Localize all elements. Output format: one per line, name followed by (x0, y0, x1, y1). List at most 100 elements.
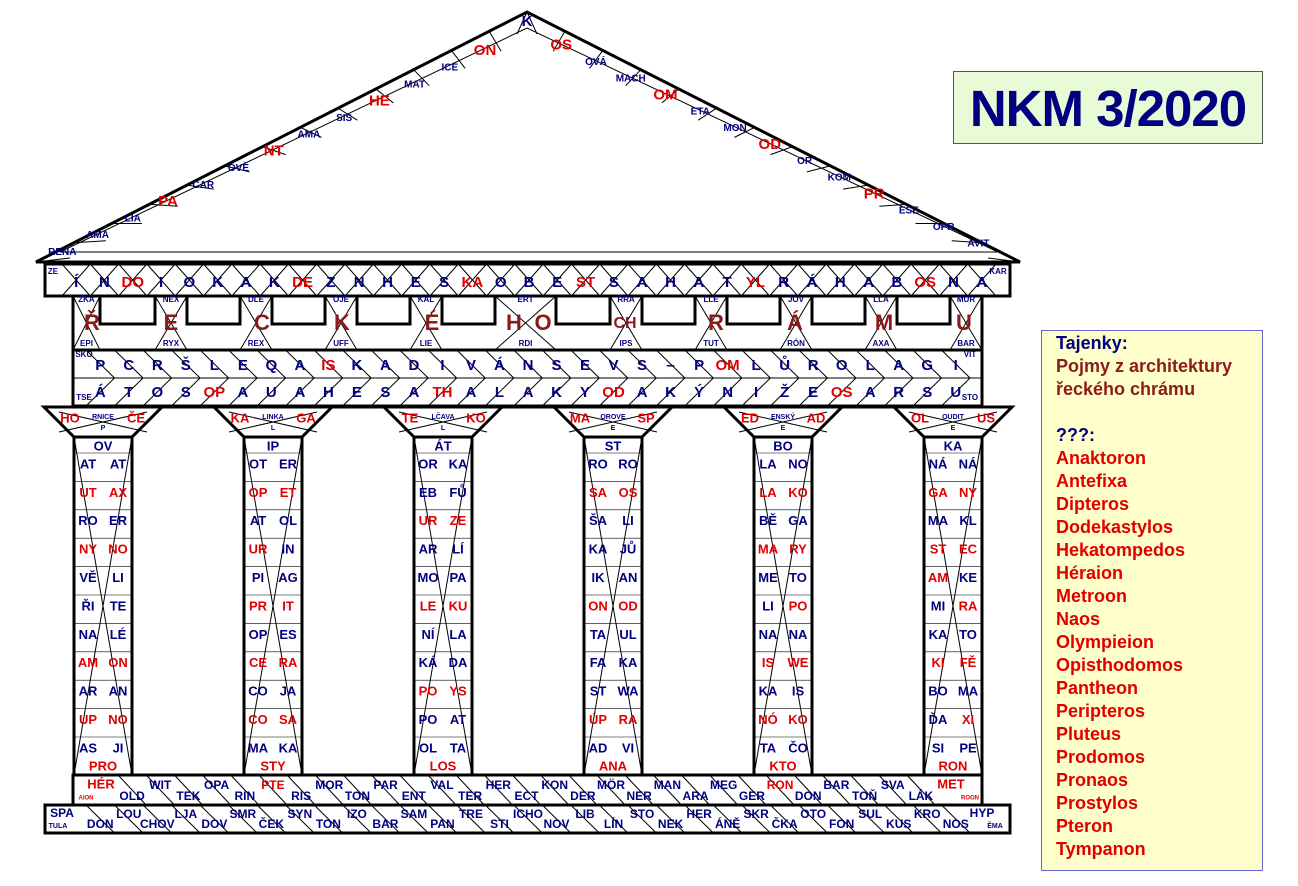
architrave-hatch (741, 349, 771, 379)
base-hatch (228, 804, 258, 834)
column-cell: AR (419, 542, 438, 557)
cornice-hatch (146, 263, 176, 297)
column-cell: PE (959, 740, 977, 755)
frieze-small-cell: IPS (620, 339, 634, 348)
architrave-cell: L (752, 357, 761, 374)
column-cell: IS (762, 655, 775, 670)
column-cell: WA (618, 684, 640, 699)
pediment-hatch (625, 69, 642, 87)
legend-term: Héraion (1056, 563, 1124, 583)
architrave-cell: A (893, 357, 904, 374)
capital-cell: LČAVA (431, 412, 454, 421)
column-cell: PO (419, 684, 438, 699)
frieze-small-cell: RDI (519, 339, 533, 348)
base-hatch (370, 804, 401, 834)
cornice-cell: Á (807, 274, 818, 291)
frieze-small-cell: EPI (80, 339, 93, 348)
stylobate-hatch (230, 774, 260, 806)
base-hatch (456, 804, 486, 834)
stylobate-cell: TON (345, 789, 370, 803)
cornice-cell: YL (746, 274, 765, 291)
stylobate-cell: MOR (315, 778, 343, 792)
column-cell: OP (249, 485, 268, 500)
frieze-tajenka-letter: É (425, 310, 440, 335)
capital-cell: KA (231, 410, 250, 425)
frieze-small-cell: BAR (957, 339, 975, 348)
architrave-cell: V (466, 357, 476, 374)
legend-term: Dodekastylos (1056, 517, 1174, 537)
architrave-cell: I (954, 357, 958, 374)
pediment-hatch (526, 11, 538, 35)
architrave-hatch (370, 349, 401, 379)
stylobate-cell: RON (767, 778, 794, 792)
column-cell: ŠA (589, 513, 608, 528)
column-cell: VĚ (79, 570, 97, 585)
frieze-tajenka-letter: R (708, 310, 724, 335)
column-cell: ÚP (589, 712, 607, 727)
architrave-cell: P (694, 357, 704, 374)
column-cell: PA (449, 570, 467, 585)
column-cell: ET (280, 485, 297, 500)
architrave-hatch (941, 349, 971, 379)
base-hatch (256, 804, 286, 834)
architrave-cell: OP (203, 384, 225, 401)
architrave-cell: Ů (779, 355, 790, 374)
stylobate-hatch (258, 774, 288, 806)
frieze-hatch (154, 295, 188, 351)
cornice-cell: ST (576, 274, 595, 291)
pediment-hatch (451, 50, 466, 69)
stylobate-hatch (455, 774, 485, 806)
column-cell: BO (928, 684, 948, 699)
pediment-hatch (697, 107, 717, 121)
pediment-hatch (187, 184, 214, 190)
architrave-cell: Á (494, 357, 505, 374)
architrave-corner-cell: SKO (75, 350, 92, 359)
base-hatch (912, 804, 942, 834)
architrave-cell: E (580, 357, 590, 374)
architrave-cell: Š (181, 356, 191, 374)
column-hatch (73, 436, 133, 776)
column-cell: ST (590, 684, 607, 699)
column-bottom-cell: LOS (430, 758, 457, 773)
cornice-hatch (344, 263, 374, 297)
pediment-hatch (879, 203, 907, 207)
architrave-hatch (313, 349, 343, 379)
pediment-outline (35, 10, 1021, 264)
column-cell: ŘI (82, 598, 95, 613)
pediment-right-cell: PR (864, 185, 885, 202)
architrave-hatch (199, 349, 229, 379)
cornice-cell: S (609, 274, 619, 291)
pediment-right-cell: ESE (899, 206, 919, 217)
pediment-hatch (73, 240, 106, 244)
architrave-hatch (228, 377, 258, 407)
frieze-tajenka-letter: M (875, 310, 893, 335)
cornice-cell: E (552, 274, 562, 291)
pediment-hatch (375, 88, 394, 104)
column-cell: OD (618, 598, 638, 613)
pediment-right-cell: KOM (828, 173, 851, 184)
stylobate-cell: LÁK (909, 788, 934, 803)
cornice-cell: B (524, 274, 535, 291)
cornice-cell: Z (326, 274, 335, 291)
architrave-hatch (399, 349, 429, 379)
base-hatch (484, 804, 515, 834)
architrave-cell: Q (266, 357, 278, 374)
stylobate-cell: ARA (683, 789, 709, 803)
column-cell: TA (590, 627, 607, 642)
column-hatch (413, 436, 473, 776)
frieze-hatch (72, 295, 101, 351)
base-hatch (770, 804, 800, 834)
cornice-cell: K (212, 274, 223, 291)
legend-term: Olympieion (1056, 632, 1155, 652)
stylobate-hatch (765, 774, 795, 806)
stylobate-hatch (427, 774, 457, 806)
column-cell: AT (450, 712, 466, 727)
pediment-left-cell: AMA (86, 230, 109, 241)
architrave-hatch (598, 377, 629, 407)
base-cell: SYN (288, 807, 313, 821)
pediment-right-cell: ETA (691, 106, 710, 117)
pediment-right-cell: OM (653, 86, 677, 103)
column-cell: JI (113, 740, 124, 755)
cornice-hatch (882, 263, 912, 297)
cornice-hatch (655, 263, 686, 297)
